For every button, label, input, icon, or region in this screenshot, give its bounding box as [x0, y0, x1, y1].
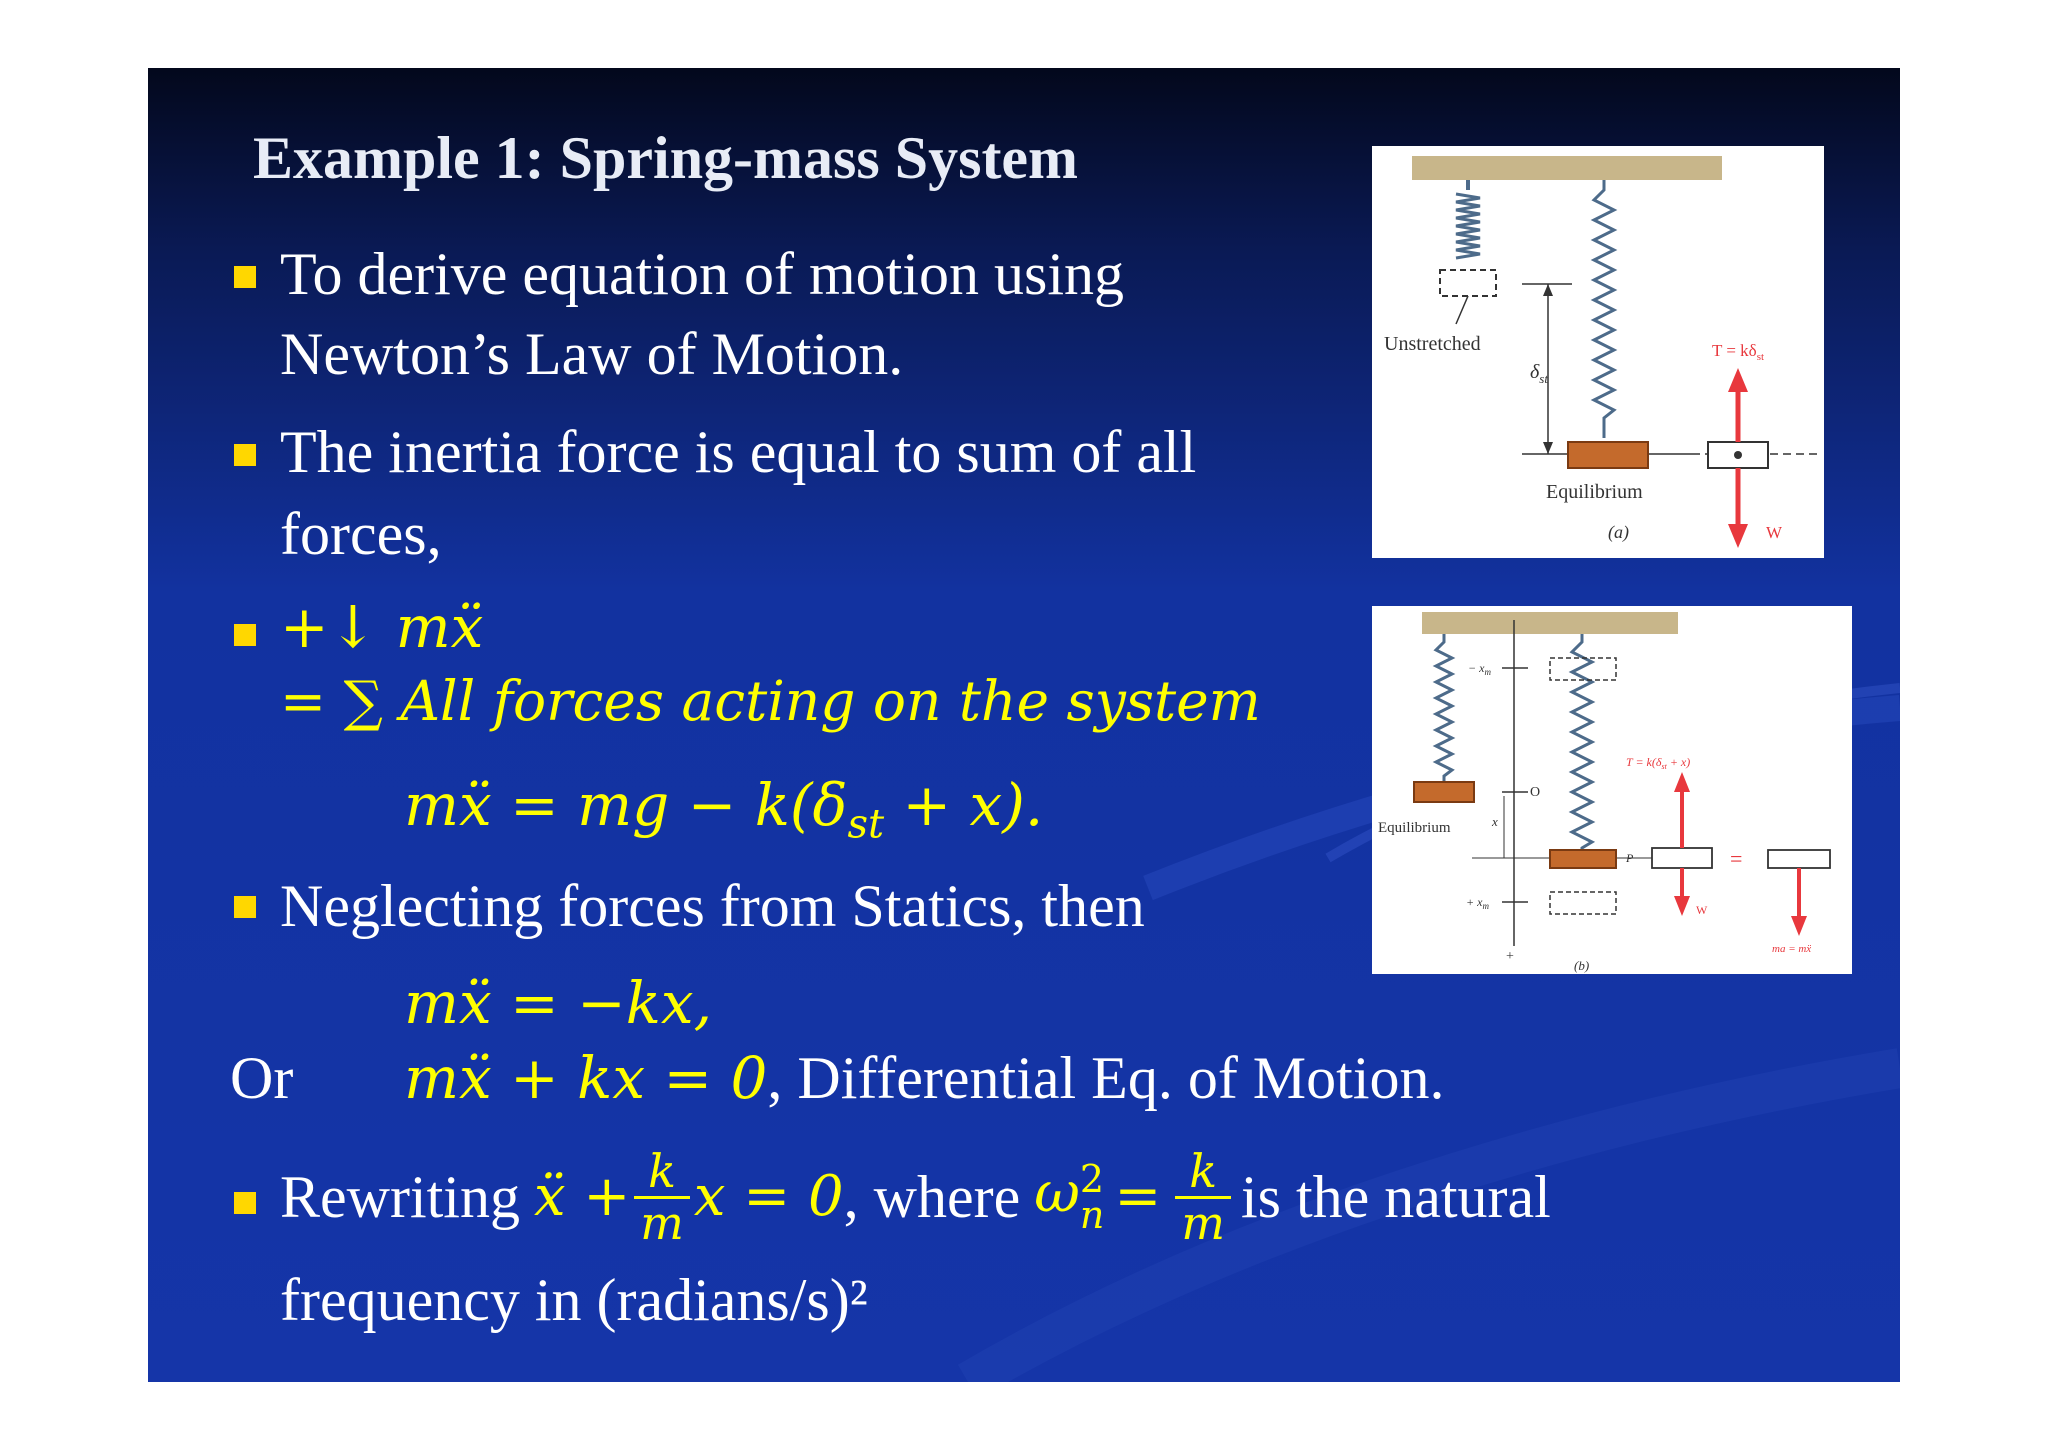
figure-b: Equilibrium − xm O x + xm + (b) P: [1372, 606, 1852, 974]
inertia-equation-rhs: = ∑ 𝐴𝑙𝑙 𝑓𝑜𝑟𝑐𝑒𝑠 𝑎𝑐𝑡𝑖𝑛𝑔 𝑜𝑛 𝑡ℎ𝑒 𝑠𝑦𝑠𝑡𝑒𝑚: [280, 669, 1261, 733]
where-text: , where: [843, 1164, 1021, 1230]
bullet-marker: [234, 444, 256, 466]
figure-a-caption: (a): [1608, 522, 1629, 543]
equilibrium-mass-block: [1567, 441, 1649, 469]
slide-title: Example 1: Spring-mass System: [253, 125, 1079, 191]
ceiling: [1412, 156, 1722, 180]
unstretched-spring: [1455, 180, 1481, 260]
displaced-mass-block: [1549, 849, 1617, 869]
fraction-numerator-2: 𝑘: [1175, 1147, 1231, 1199]
fraction-denominator: 𝑚: [640, 1195, 684, 1250]
equilibrium-spring: [1590, 180, 1618, 438]
label-o: O: [1530, 785, 1540, 800]
label-tension-b: T = k(δst + x): [1626, 755, 1690, 771]
rewrite-xddot: 𝑥̈ +: [533, 1164, 631, 1229]
label-p: P: [1625, 851, 1634, 865]
bullet-2-line-1: The inertia force is equal to sum of all: [280, 419, 1197, 485]
equals-sign: =: [1114, 1164, 1162, 1229]
weight-arrow: [1728, 524, 1748, 548]
bullet-2-line-2: forces,: [280, 501, 442, 567]
fraction-numerator: 𝑘: [634, 1147, 690, 1199]
label-equilibrium-b: Equilibrium: [1378, 820, 1451, 836]
natural-text: is the natural: [1240, 1164, 1551, 1230]
equation-1-main: 𝑚𝑥̈ = 𝑚𝑔 − 𝑘(𝛿: [404, 771, 848, 839]
free-body-block-b: [1651, 847, 1713, 869]
figure-b-diagram: Equilibrium − xm O x + xm + (b) P: [1378, 612, 1831, 973]
fraction-k-over-m: 𝑘 𝑚: [634, 1147, 690, 1247]
equation-1-tail: + 𝑥).: [884, 771, 1044, 839]
label-plus: +: [1506, 949, 1514, 964]
bullet-1-line-2: Newton’s Law of Motion.: [280, 321, 904, 387]
label-minus-xm: − xm: [1468, 661, 1491, 677]
label-equals-b: =: [1730, 846, 1742, 871]
inertia-equation-lhs: +↓ 𝑚𝑥̈: [280, 593, 484, 661]
ceiling: [1422, 612, 1678, 634]
bullet-marker: [234, 1192, 256, 1214]
right-spring: [1568, 634, 1596, 852]
label-weight-b: W: [1696, 903, 1708, 917]
fraction-k-over-m-2: 𝑘 𝑚: [1175, 1147, 1231, 1247]
label-weight: W: [1766, 523, 1783, 542]
label-unstretched: Unstretched: [1384, 333, 1481, 355]
bullet-5-line-2: frequency in (radians/s)²: [280, 1267, 868, 1333]
equation-of-motion-full: 𝑚𝑥̈ = 𝑚𝑔 − 𝑘(𝛿𝑠𝑡 + 𝑥).: [404, 776, 1043, 845]
label-plus-xm: + xm: [1466, 895, 1489, 911]
label-equilibrium: Equilibrium: [1546, 481, 1643, 503]
inertia-arrow-b: [1791, 916, 1807, 936]
label-tension: T = kδst: [1712, 341, 1764, 363]
equation-neglected-statics: 𝑚𝑥̈ = −𝑘𝑥,: [404, 969, 713, 1037]
bullet-marker: [234, 896, 256, 918]
figure-a: Unstretched δst Equilibrium (a) T = kδst…: [1372, 146, 1824, 558]
differential-equation-line: 𝑚𝑥̈ + 𝑘𝑥 = 0, Differential Eq. of Motion…: [404, 1048, 1445, 1108]
slide: Example 1: Spring-mass System To derive …: [148, 68, 1900, 1382]
omega-letter: 𝜔: [1034, 1160, 1080, 1226]
omega-subscript: 𝑛: [1079, 1193, 1105, 1237]
bullet-marker: [234, 266, 256, 288]
differential-equation: 𝑚𝑥̈ + 𝑘𝑥 = 0: [404, 1044, 768, 1112]
left-equilibrium-mass: [1413, 781, 1475, 803]
weight-arrow-b: [1674, 896, 1690, 916]
extreme-mass-outline-top: [1549, 657, 1617, 681]
tension-arrow: [1728, 368, 1748, 392]
figure-a-diagram: Unstretched δst Equilibrium (a) T = kδst…: [1384, 156, 1822, 548]
left-spring: [1432, 634, 1456, 782]
rewrite-x-equals-zero: 𝑥 = 0: [693, 1164, 844, 1229]
kinetic-diagram-block: [1767, 849, 1831, 869]
label-x: x: [1491, 814, 1498, 829]
differential-equation-label: , Differential Eq. of Motion.: [767, 1045, 1445, 1111]
equation-1-subscript: 𝑠𝑡: [847, 801, 885, 848]
label-ma: ma = mẍ: [1772, 943, 1811, 955]
figure-b-caption: (b): [1574, 958, 1589, 973]
or-label: Or: [230, 1045, 294, 1111]
tension-arrow-b: [1674, 772, 1690, 792]
fraction-denominator-2: 𝑚: [1181, 1195, 1225, 1250]
extreme-mass-outline-bottom: [1549, 891, 1617, 915]
label-delta-st: δst: [1530, 361, 1548, 386]
bullet-1-line-1: To derive equation of motion using: [280, 241, 1124, 307]
bullet-4-text: Neglecting forces from Statics, then: [280, 873, 1145, 939]
unstretched-mass-outline: [1439, 269, 1497, 297]
rewriting-word: Rewriting: [280, 1164, 520, 1230]
omega-superscript: 2: [1079, 1156, 1105, 1201]
bullet-marker: [234, 624, 256, 646]
